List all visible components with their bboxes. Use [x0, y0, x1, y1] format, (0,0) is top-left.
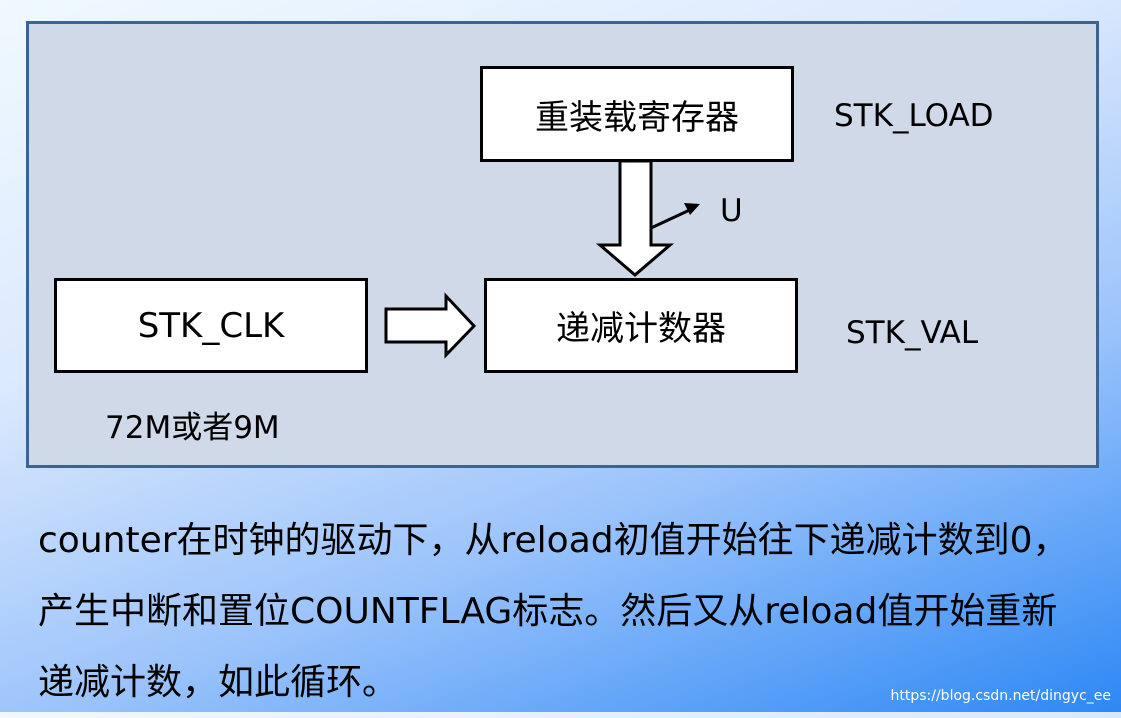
- u-pointer-line: [650, 206, 695, 230]
- u-pointer-head: [684, 203, 700, 215]
- description-text: counter在时钟的驱动下，从reload初值开始往下递减计数到0，产生中断和…: [38, 520, 1069, 703]
- right-arrow: [384, 292, 477, 359]
- clock-freq-label: 72M或者9M: [105, 410, 280, 446]
- u-label: U: [720, 193, 743, 229]
- reload-register-box: 重装载寄存器: [480, 66, 794, 162]
- counter-box: 递减计数器: [484, 278, 798, 373]
- stk-clk-box: STK_CLK: [54, 278, 368, 373]
- stk-load-label: STK_LOAD: [834, 98, 994, 134]
- down-arrow: [595, 159, 675, 277]
- stk-val-label: STK_VAL: [846, 315, 979, 351]
- watermark: https://blog.csdn.net/dingyc_ee: [890, 688, 1112, 704]
